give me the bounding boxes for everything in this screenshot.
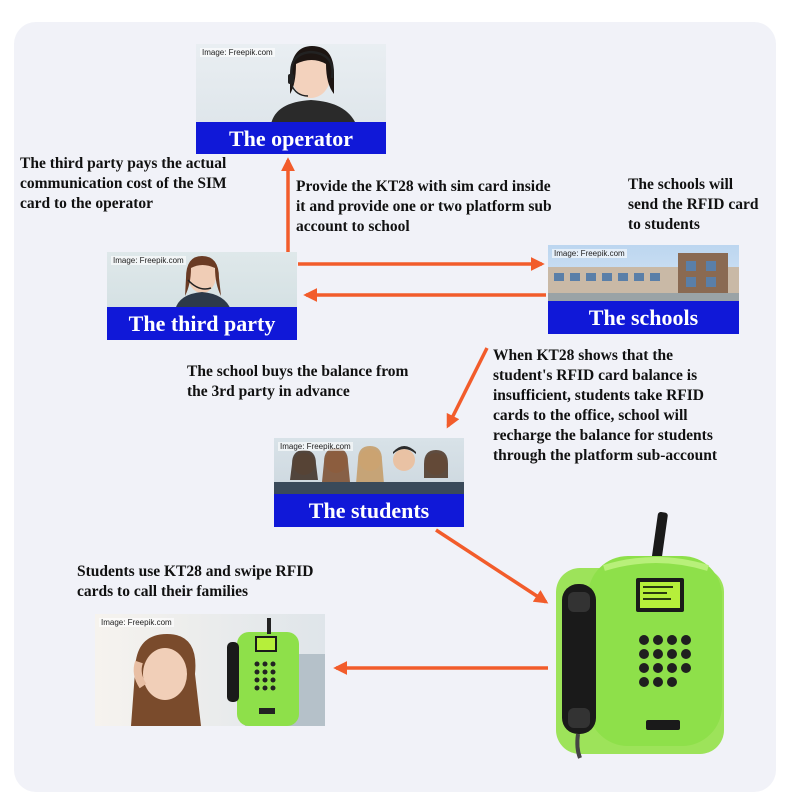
students-photo: Image: Freepik.com The students (274, 438, 464, 527)
note-school-buys: The school buys the balance from the 3rd… (187, 363, 409, 400)
third-party-illustration (175, 256, 231, 310)
arrow-students-to-phone (435, 528, 549, 604)
image-credit: Image: Freepik.com (99, 618, 174, 627)
note-students-use: Students use KT28 and swipe RFID cards t… (77, 563, 314, 600)
note-schools-send: The schools will send the RFID card to s… (628, 176, 759, 233)
operator-label: The operator (196, 122, 386, 154)
arrow-schools-to-students (446, 347, 489, 429)
schools-photo: Image: Freepik.com The schools (548, 245, 739, 334)
note-provide-kt28: Provide the KT28 with sim card inside it… (296, 178, 552, 235)
image-credit: Image: Freepik.com (552, 249, 627, 258)
note-third-party-pays: The third party pays the actual communic… (20, 155, 227, 212)
note-kt28-shows: When KT28 shows that the student's RFID … (493, 347, 718, 464)
kt28-phone (556, 512, 724, 759)
third-party-photo: Image: Freepik.com The third party (107, 252, 297, 340)
students-label: The students (274, 494, 464, 527)
image-credit: Image: Freepik.com (278, 442, 353, 451)
student-calling-photo: Image: Freepik.com (95, 614, 325, 726)
schools-illustration (548, 253, 739, 301)
operator-illustration (271, 46, 356, 124)
image-credit: Image: Freepik.com (111, 256, 186, 265)
image-credit: Image: Freepik.com (200, 48, 275, 57)
operator-photo: Image: Freepik.com The operator (196, 44, 386, 154)
schools-label: The schools (548, 301, 739, 334)
students-illustration (274, 446, 464, 494)
third-party-label: The third party (107, 307, 297, 340)
student-calling-illustration (131, 618, 325, 726)
